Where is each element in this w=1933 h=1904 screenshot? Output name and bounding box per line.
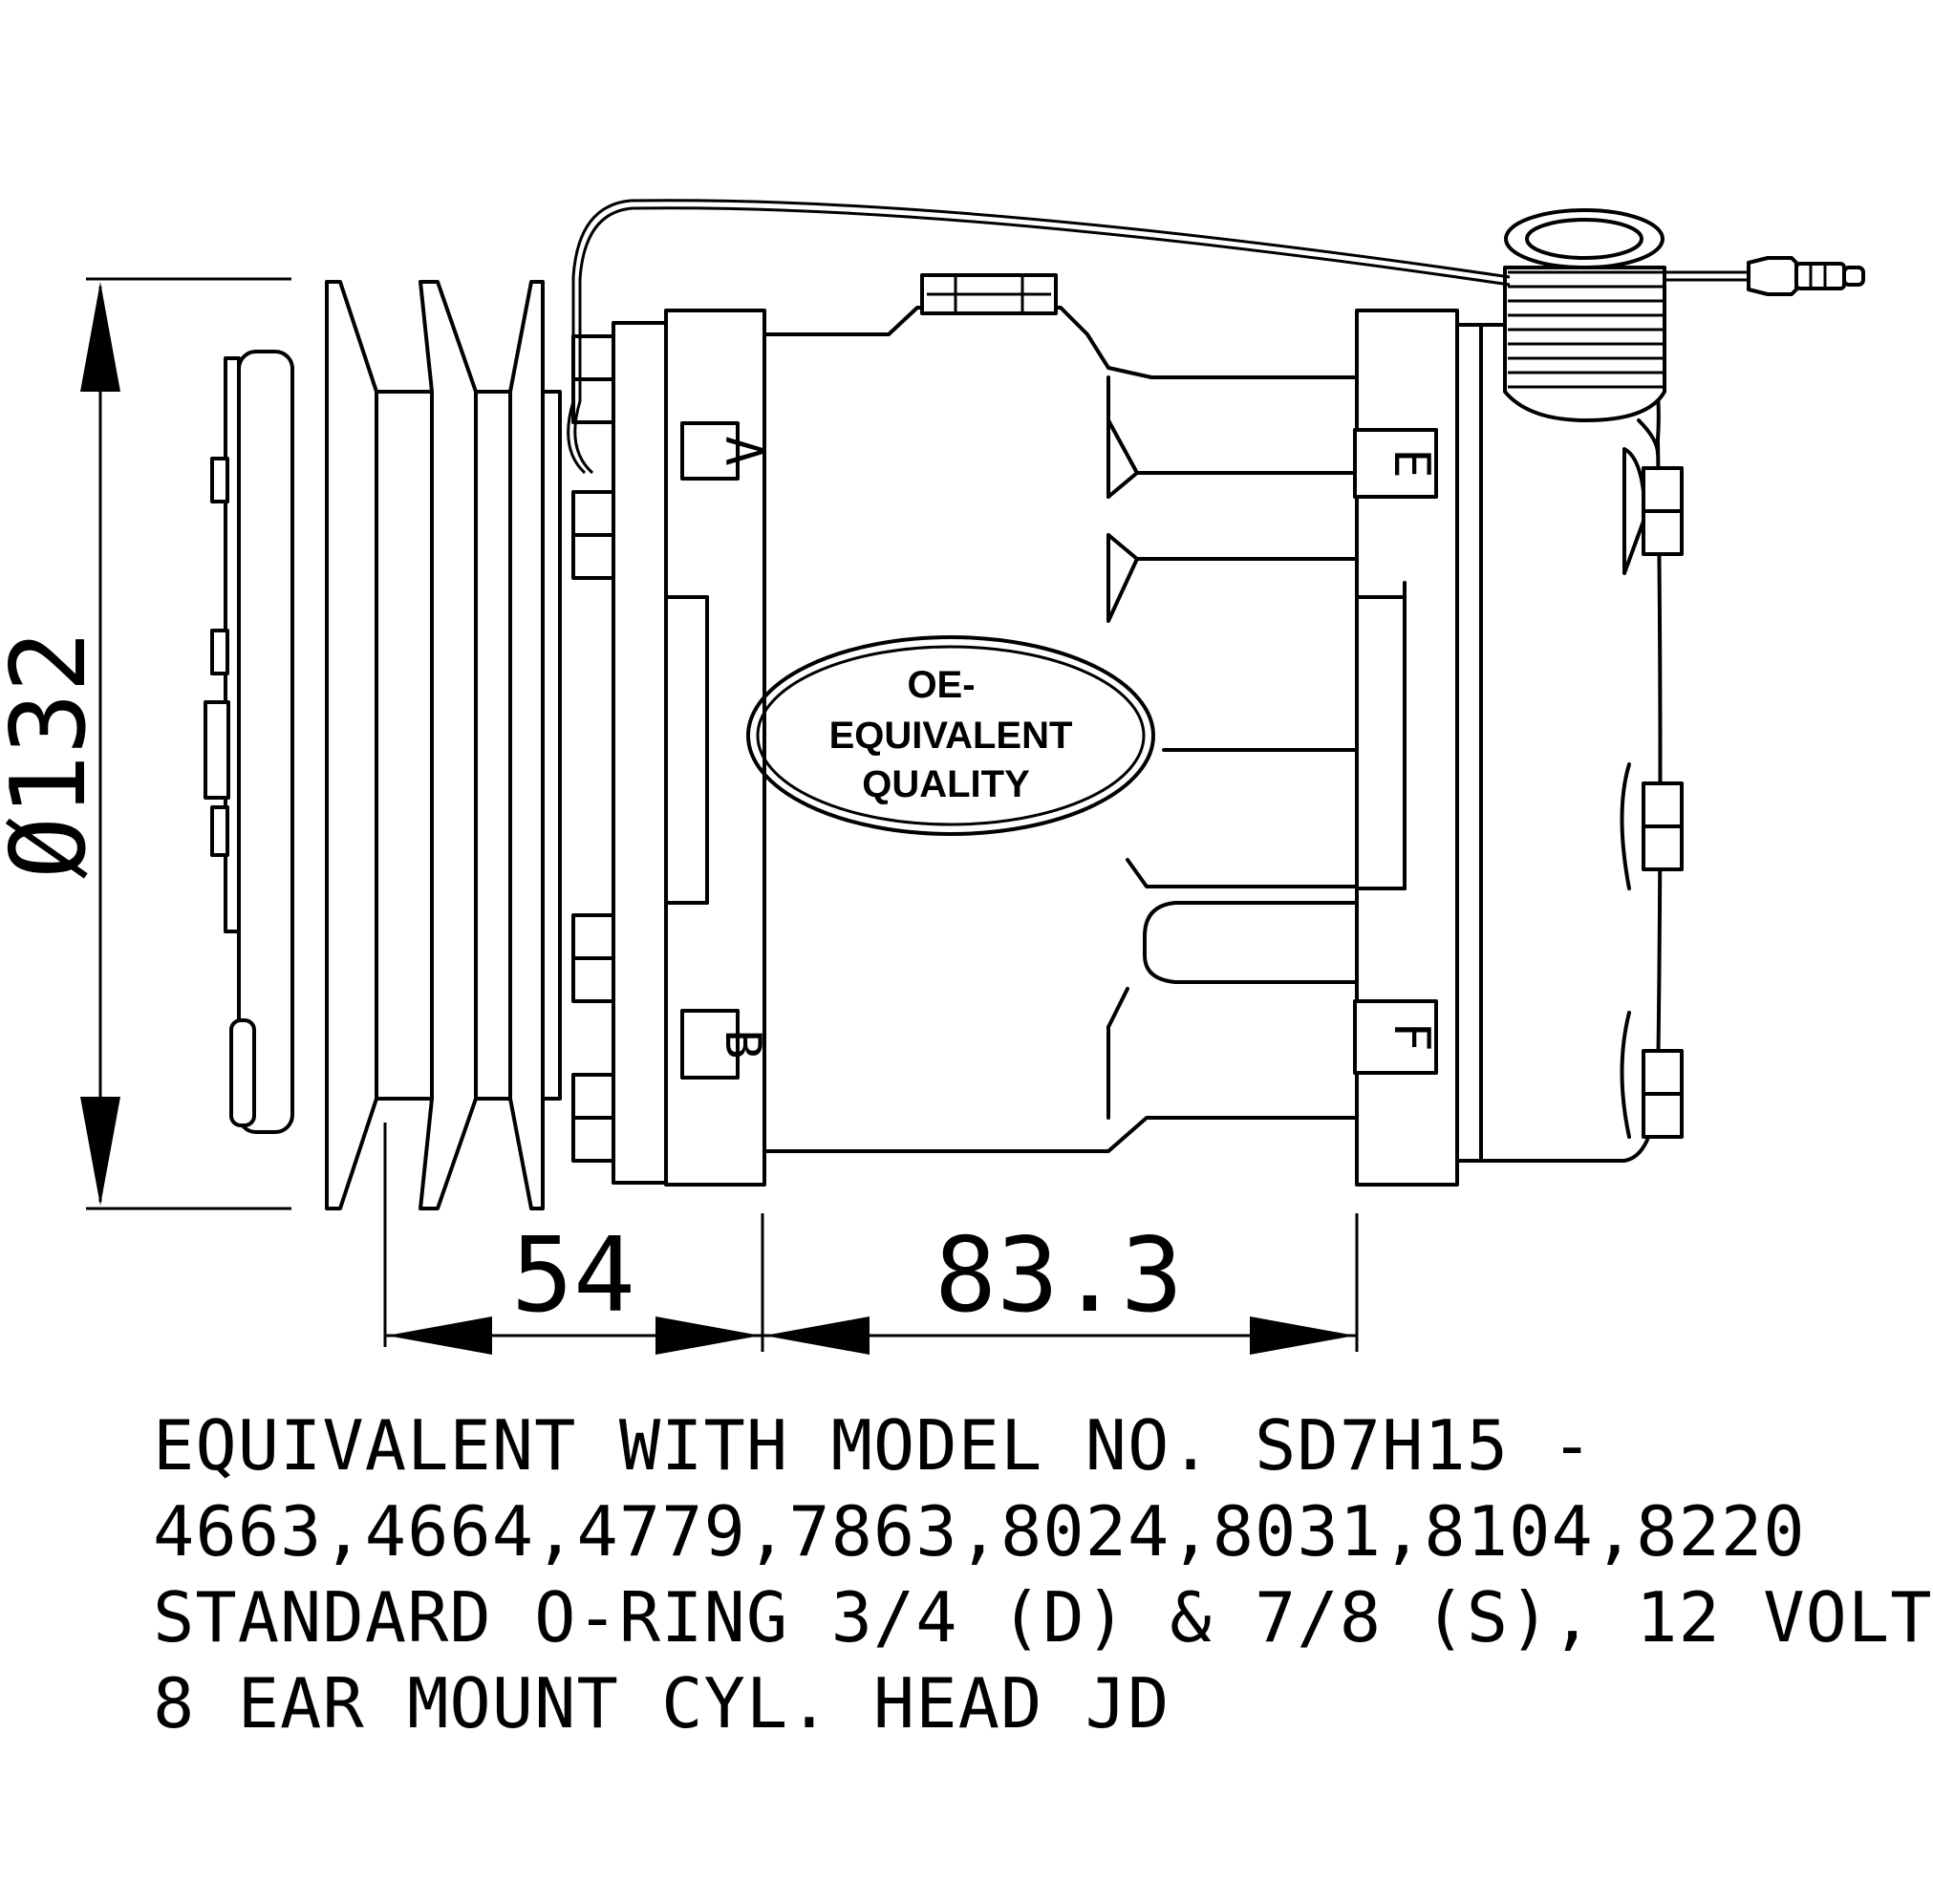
port-label-f: F (1383, 1021, 1440, 1051)
dim-arrow-54-left (387, 1316, 492, 1355)
diameter-label: Ø132 (0, 631, 109, 879)
dim-54-label: 54 (511, 1216, 635, 1336)
bottom-dimensions: 54 83.3 (383, 1123, 1359, 1355)
dim-arrow-83-right (1250, 1316, 1355, 1355)
clutch-plate (204, 350, 294, 1134)
badge-line-3: QUALITY (862, 763, 1030, 805)
badge-line-2: EQUIVALENT (829, 715, 1073, 757)
pulley (325, 280, 562, 1210)
port-label-a: A (714, 436, 771, 465)
dim-arrow-83-left (764, 1316, 870, 1355)
dim-arrow-up (80, 282, 120, 392)
port-label-b: B (714, 1029, 771, 1059)
diameter-dimension: Ø132 (0, 277, 291, 1210)
compressor-body (762, 273, 1407, 1153)
oe-badge: OE- EQUIVALENT QUALITY (746, 635, 1155, 836)
dim-83-label: 83.3 (934, 1216, 1183, 1336)
wire-connector (567, 199, 1865, 475)
dim-arrow-54-right (655, 1316, 761, 1355)
coil-fitting (1503, 208, 1666, 456)
front-head: A B (571, 309, 771, 1187)
spec-line-4: 8 EAR MOUNT CYL. HEAD JD (153, 1663, 1171, 1744)
spec-line-1: EQUIVALENT WITH MODEL NO. SD7H15 - (153, 1405, 1594, 1486)
rear-housing (1455, 323, 1684, 1163)
spec-line-2: 4663,4664,4779,7863,8024,8031,8104,8220 (153, 1491, 1806, 1572)
dim-arrow-down (80, 1097, 120, 1206)
port-label-e: E (1383, 448, 1440, 478)
badge-line-1: OE- (907, 664, 975, 706)
rear-head: E F (1353, 309, 1459, 1187)
spec-line-3: STANDARD O-RING 3/4 (D) & 7/8 (S), 12 VO… (153, 1577, 1933, 1658)
